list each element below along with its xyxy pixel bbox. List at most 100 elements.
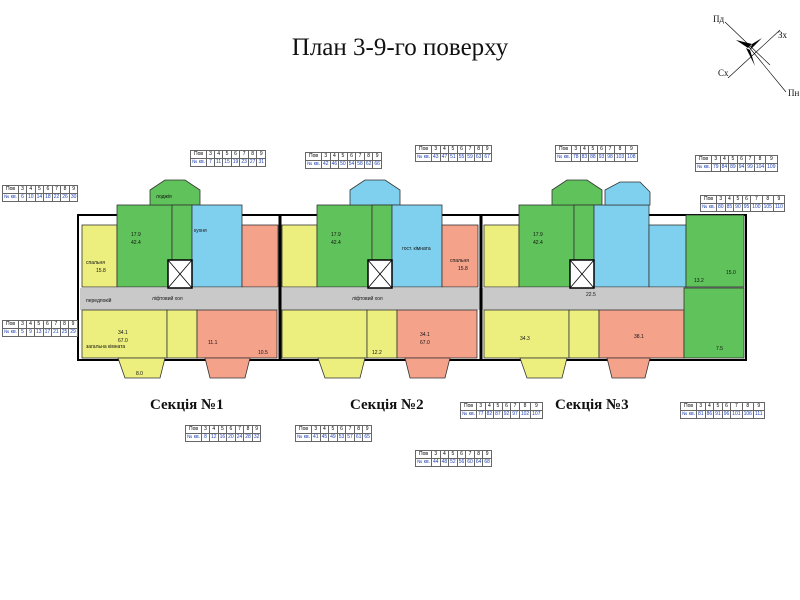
room-area: 11.1: [208, 340, 218, 346]
walls: [278, 215, 483, 360]
room-label: загальна кімната: [86, 344, 125, 350]
apartment-cell: 78: [571, 153, 581, 162]
floor-cell: 4: [213, 150, 224, 159]
room-area: 38.1: [634, 334, 644, 340]
apartment-cell: 41: [311, 433, 321, 442]
apartment-cell: 90: [733, 203, 743, 212]
apartment-cell: 105: [761, 203, 774, 212]
room-area: 42.4: [331, 240, 341, 246]
apartment-cell: № кв.: [700, 203, 717, 212]
floor-cell: 5: [217, 425, 228, 434]
floor-cell: 5: [448, 145, 458, 154]
floor-cell: 4: [209, 425, 219, 434]
apartment-cell: 64: [473, 458, 484, 467]
apartment-cell: 79: [711, 163, 721, 172]
floor-cell: 7: [750, 195, 763, 204]
floor-cell: 9: [256, 150, 266, 159]
room-area: 34.1: [118, 330, 128, 336]
apartment-cell: 66: [372, 160, 382, 169]
apartment-cell: 101: [730, 410, 743, 419]
apartment-cell: 92: [501, 410, 512, 419]
floor-cell: 9: [482, 145, 492, 154]
floor-cell: 9: [625, 145, 638, 154]
floor-cell: 3: [206, 150, 215, 159]
floor-cell: 8: [363, 152, 374, 161]
section-2: [281, 179, 479, 379]
floor-cell: Пов: [695, 155, 712, 164]
apartment-cell: 51: [448, 153, 458, 162]
room-area: 10.5: [258, 350, 268, 356]
floor-cell: 4: [319, 425, 330, 434]
floor-cell: 4: [329, 152, 340, 161]
room-label: спальня: [450, 258, 469, 264]
floor-cell: 9: [765, 155, 778, 164]
floor-cell: 3: [696, 402, 706, 411]
floor-cell: 3: [18, 185, 27, 194]
floor-cell: 4: [484, 402, 495, 411]
room-area: 12.2: [372, 350, 382, 356]
apartment-cell: № кв.: [2, 328, 19, 337]
apartment-cell: 108: [625, 153, 638, 162]
apartment-cell: 87: [493, 410, 503, 419]
floor-cell: 8: [60, 185, 70, 194]
floor-cell: 6: [501, 402, 512, 411]
section-3-label: Секція №3: [555, 397, 629, 413]
apartment-cell: 17: [42, 328, 53, 337]
floor-cell: Пов: [185, 425, 202, 434]
floor-cell: 8: [243, 425, 253, 434]
apartment-cell: № кв.: [295, 433, 312, 442]
room-area: 13.2: [694, 278, 704, 284]
room-area: 15.0: [726, 270, 736, 276]
floor-cell: Пов: [2, 320, 19, 329]
floor-cell: 7: [239, 150, 249, 159]
apartment-cell: 98: [605, 153, 615, 162]
apartment-cell: 53: [336, 433, 347, 442]
floor-cell: 5: [34, 185, 45, 194]
apartment-cell: 7: [206, 158, 215, 167]
apartment-cell: 15: [222, 158, 232, 167]
apartment-cell: 6: [18, 193, 27, 202]
apartment-cell: 11: [213, 158, 224, 167]
apartment-cell: № кв.: [680, 410, 697, 419]
floor-cell: 4: [724, 195, 735, 204]
apartment-cell: 84: [719, 163, 730, 172]
floor-cell: 9: [68, 185, 79, 194]
apartment-cell: 99: [745, 163, 755, 172]
floor-cell: Пов: [190, 150, 207, 159]
room-area: 7.5: [716, 346, 723, 352]
apartment-cell: 106: [741, 410, 754, 419]
apartment-cell: 55: [456, 153, 467, 162]
floor-cell: 3: [431, 145, 441, 154]
floor-cell: 6: [226, 425, 236, 434]
apartment-cell: 103: [613, 153, 627, 162]
floor-cell: 3: [201, 425, 210, 434]
room-area: 15.8: [96, 268, 106, 274]
floor-cell: 5: [338, 152, 348, 161]
floor-cell: 7: [730, 402, 743, 411]
room-area: 42.4: [131, 240, 141, 246]
floor-cell: 8: [59, 320, 70, 329]
floor-cell: 9: [752, 402, 765, 411]
apartment-cell: 61: [353, 433, 364, 442]
room-area: 15.8: [458, 266, 468, 272]
room-area: 17.9: [533, 232, 543, 238]
floor-cell: 7: [345, 425, 355, 434]
apartment-cell: № кв.: [2, 193, 19, 202]
apartment-cell: 18: [43, 193, 53, 202]
apartment-cell: 8: [201, 433, 210, 442]
apartment-cell: 5: [18, 328, 27, 337]
apartment-cell: 65: [362, 433, 372, 442]
apartment-cell: 42: [321, 160, 331, 169]
compass-north-label: Пн: [788, 88, 800, 98]
floor-cell: 5: [34, 320, 44, 329]
floor-cell: 3: [476, 402, 486, 411]
apartment-cell: № кв.: [415, 458, 432, 467]
